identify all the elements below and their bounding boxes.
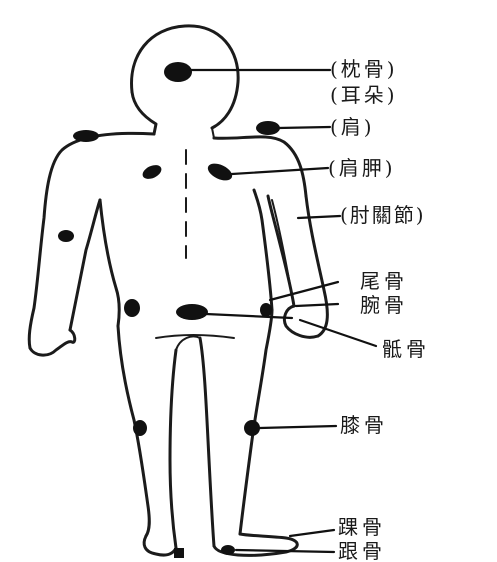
spot-left-shoulder: [73, 130, 99, 142]
spot-right-heel: [221, 545, 235, 555]
leader-sacrum: [206, 314, 292, 318]
neck-right: [212, 128, 214, 138]
right-hand: [284, 306, 318, 337]
right-arm-crease: [272, 200, 292, 296]
label-ankle: 踝骨: [338, 515, 386, 539]
spot-right-scapula: [205, 160, 234, 184]
left-arm-inner: [70, 200, 100, 330]
leader-heel: [236, 550, 334, 552]
label-shoulder: (肩): [330, 115, 375, 139]
spot-left-knee: [133, 420, 147, 436]
label-coccyx: 尾骨: [360, 269, 408, 293]
label-heel: 跟骨: [338, 539, 386, 562]
leader-knee: [260, 426, 336, 428]
label-ear: (耳朵): [330, 83, 398, 107]
neck-left: [132, 92, 156, 134]
spot-sacrum: [176, 304, 208, 320]
label-occipital: (枕骨): [330, 57, 398, 81]
leader-sacrum-2: [300, 320, 376, 346]
spot-left-elbow: [58, 230, 74, 242]
label-wrist: 腕骨: [360, 293, 408, 317]
spot-right-knee: [244, 420, 260, 436]
right-leg-inner: [200, 338, 214, 546]
spot-right-shoulder: [256, 121, 280, 135]
leader-scapula: [232, 168, 328, 174]
label-sacrum: 骶骨: [382, 337, 430, 361]
body-outline: [29, 26, 327, 555]
leader-ankle: [290, 530, 334, 536]
leader-shoulder: [278, 127, 330, 128]
left-foot: [144, 536, 176, 555]
spot-right-wrist: [260, 303, 272, 317]
spot-left-scapula: [140, 162, 163, 181]
spot-left-heel: [174, 548, 184, 558]
leader-coccyx: [270, 282, 338, 300]
left-leg-inner: [170, 350, 176, 548]
label-elbow: (肘關節): [340, 203, 426, 227]
crotch-line: [176, 337, 200, 351]
spot-left-hip: [124, 299, 140, 317]
left-hand: [30, 330, 75, 355]
leader-wrist: [296, 304, 338, 306]
spot-occipital: [164, 62, 192, 82]
right-shoulder: [214, 137, 306, 196]
label-knee: 膝骨: [340, 413, 388, 437]
leader-elbow: [298, 216, 340, 218]
left-torso-side: [100, 200, 119, 326]
label-scapula: (肩胛): [328, 156, 396, 180]
labels: (枕骨) (耳朵) (肩) (肩胛) (肘關節) 尾骨 腕骨 骶骨 膝骨 踝骨 …: [328, 57, 430, 562]
